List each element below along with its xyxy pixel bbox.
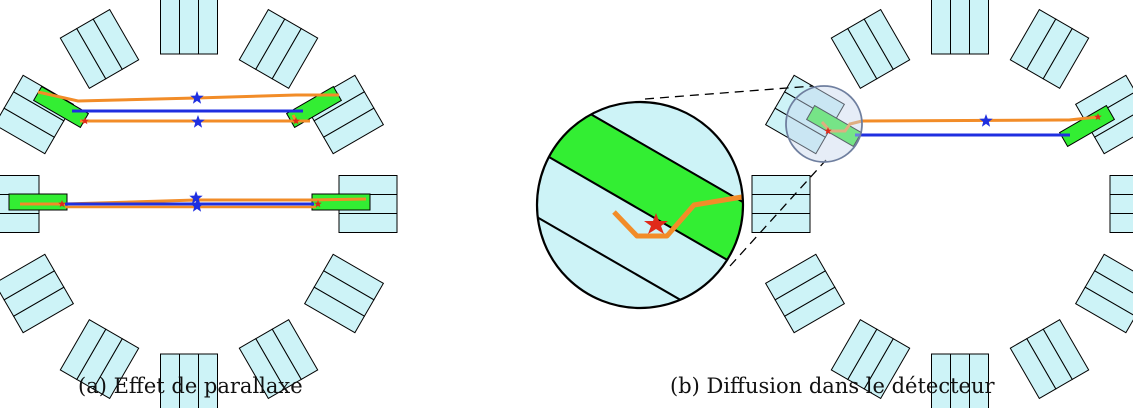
interaction-star bbox=[1094, 113, 1102, 121]
crystal bbox=[751, 175, 811, 195]
detector-block-a-12 bbox=[59, 8, 140, 90]
annihilation-star bbox=[190, 199, 204, 212]
lines-of-response-b bbox=[820, 115, 1099, 137]
crystal bbox=[863, 8, 911, 71]
detector-block-b-10 bbox=[751, 175, 811, 233]
annihilation-star bbox=[189, 191, 203, 204]
crystal bbox=[322, 107, 385, 155]
lens-scatter-path bbox=[612, 194, 743, 239]
detector-block-b-6 bbox=[1009, 318, 1090, 400]
crystal bbox=[1109, 175, 1133, 195]
zoom-connector bbox=[644, 85, 863, 267]
lens-rim bbox=[535, 100, 745, 310]
detector-block-a-5 bbox=[303, 253, 385, 334]
active-crystal-a-right-mid bbox=[311, 193, 371, 211]
crystal bbox=[0, 175, 40, 195]
detector-block-a-7 bbox=[160, 353, 218, 408]
crystal bbox=[238, 337, 286, 400]
crystal bbox=[751, 213, 811, 233]
caption-parallax: (a) Effet de parallaxe bbox=[78, 374, 303, 398]
crystal bbox=[92, 8, 140, 71]
detector-block-b-4 bbox=[1109, 175, 1133, 233]
crystal bbox=[338, 213, 398, 233]
crystal bbox=[764, 253, 827, 301]
detector-block-a-1 bbox=[160, 0, 218, 55]
crystal bbox=[59, 318, 107, 381]
interaction-star bbox=[824, 127, 832, 135]
crystal bbox=[830, 318, 878, 381]
crystal bbox=[969, 0, 989, 55]
detector-block-a-8 bbox=[59, 318, 140, 400]
active-crystal-a-left-mid bbox=[8, 193, 68, 211]
interaction-star bbox=[314, 200, 322, 208]
detector-block-b-2 bbox=[1009, 8, 1090, 90]
lines-of-response-a bbox=[20, 90, 367, 209]
detector-block-b-7 bbox=[931, 353, 989, 408]
scatter-path-b bbox=[820, 115, 1099, 133]
crystal bbox=[1109, 213, 1133, 233]
crystal bbox=[338, 175, 398, 195]
crystal bbox=[1074, 286, 1133, 334]
interaction-star bbox=[292, 117, 300, 125]
detector-ring-a bbox=[0, 0, 398, 408]
lens-interaction-star bbox=[644, 213, 668, 234]
crystal bbox=[931, 353, 951, 408]
crystal bbox=[1009, 337, 1057, 400]
detector-block-b-8 bbox=[830, 318, 911, 400]
crystal bbox=[950, 0, 970, 55]
interaction-star bbox=[81, 117, 89, 125]
annihilation-star bbox=[191, 115, 205, 128]
detector-block-a-2 bbox=[238, 8, 319, 90]
detector-block-a-6 bbox=[238, 318, 319, 400]
crystal bbox=[160, 0, 180, 55]
magnifier-lens bbox=[535, 100, 745, 310]
crystal bbox=[198, 0, 218, 55]
crystal bbox=[1093, 107, 1133, 155]
crystal bbox=[179, 0, 199, 55]
lens-crystal-4 bbox=[537, 197, 715, 308]
active-crystals-a bbox=[8, 85, 371, 211]
crystal bbox=[271, 27, 319, 90]
crystal bbox=[0, 253, 56, 301]
detector-ring-b bbox=[751, 0, 1133, 408]
annihilation-star bbox=[190, 91, 204, 104]
zoom-dash-bottom bbox=[729, 159, 827, 267]
crystal bbox=[1109, 194, 1133, 214]
crystal bbox=[931, 0, 951, 55]
detector-block-b-9 bbox=[764, 253, 846, 334]
crystal bbox=[0, 213, 40, 233]
crystal bbox=[160, 353, 180, 408]
scatter-path-a-top bbox=[37, 90, 339, 103]
detector-block-b-12 bbox=[830, 8, 911, 90]
crystal bbox=[303, 286, 366, 334]
detector-block-b-5 bbox=[1074, 253, 1133, 334]
crystal bbox=[1042, 27, 1090, 90]
annihilation-star bbox=[979, 114, 993, 127]
zoom-source-circle bbox=[785, 85, 863, 163]
detector-block-b-1 bbox=[931, 0, 989, 55]
zoom-dash-top bbox=[644, 85, 814, 100]
caption-scattering: (b) Diffusion dans le détecteur bbox=[670, 374, 995, 398]
detector-block-a-9 bbox=[0, 253, 75, 334]
event-markers bbox=[58, 91, 1102, 212]
interaction-star bbox=[58, 200, 66, 208]
